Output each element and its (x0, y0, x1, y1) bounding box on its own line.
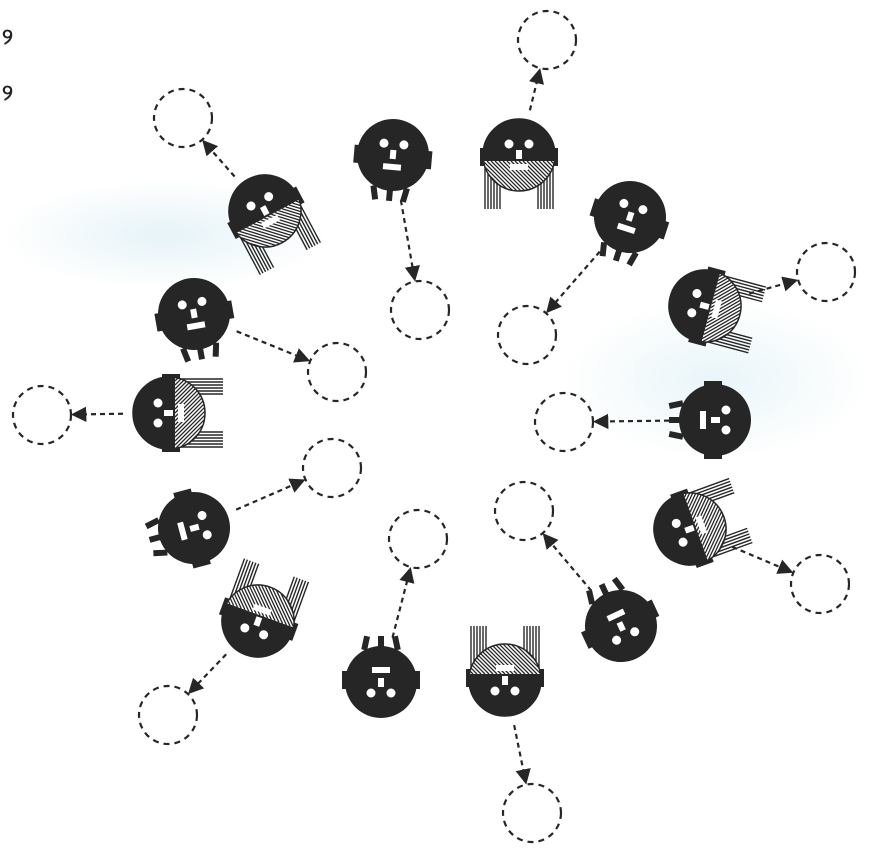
person-head-icon (566, 567, 672, 675)
target-circle-icon (308, 343, 366, 401)
dashed-arrow-icon (190, 654, 226, 692)
target-circle-icon (389, 510, 447, 568)
dashed-arrow-icon (514, 725, 525, 782)
dashed-arrow-icon (74, 414, 123, 415)
person-head-icon (139, 481, 239, 578)
target-circle-icon (303, 439, 361, 497)
target-circle-icon (503, 784, 561, 842)
target-circle-icon (391, 281, 449, 339)
dashed-arrow-icon (732, 547, 790, 572)
person-head-icon (350, 116, 435, 205)
target-circle-icon (154, 89, 212, 147)
dashed-arrow-icon (237, 331, 308, 360)
person-head-icon (342, 636, 420, 718)
dashed-arrow-icon (204, 142, 234, 176)
target-circle-icon (535, 393, 593, 451)
dashed-arrow-icon (401, 200, 415, 278)
dashed-arrow-icon (548, 252, 600, 311)
person-head-icon (149, 272, 240, 367)
dashed-arrow-icon (393, 570, 410, 637)
target-circle-icon (791, 555, 849, 613)
dashed-arrow-icon (530, 71, 540, 110)
target-circle-icon (518, 11, 576, 69)
target-circle-icon (498, 306, 556, 364)
target-circle-icon (13, 386, 71, 444)
person-head-icon (669, 381, 751, 459)
target-circle-icon (797, 243, 855, 301)
person-head-icon (401, 626, 577, 716)
person-head-icon (652, 196, 784, 389)
dashed-arrow-icon (596, 421, 669, 422)
target-circle-icon (139, 686, 197, 744)
target-circle-icon (495, 482, 553, 540)
person-head-icon (447, 119, 623, 209)
person-heads (133, 116, 784, 718)
dashed-arrow-icon (545, 535, 592, 590)
dashed-arrow-icon (236, 481, 302, 510)
person-head-icon (579, 171, 679, 273)
